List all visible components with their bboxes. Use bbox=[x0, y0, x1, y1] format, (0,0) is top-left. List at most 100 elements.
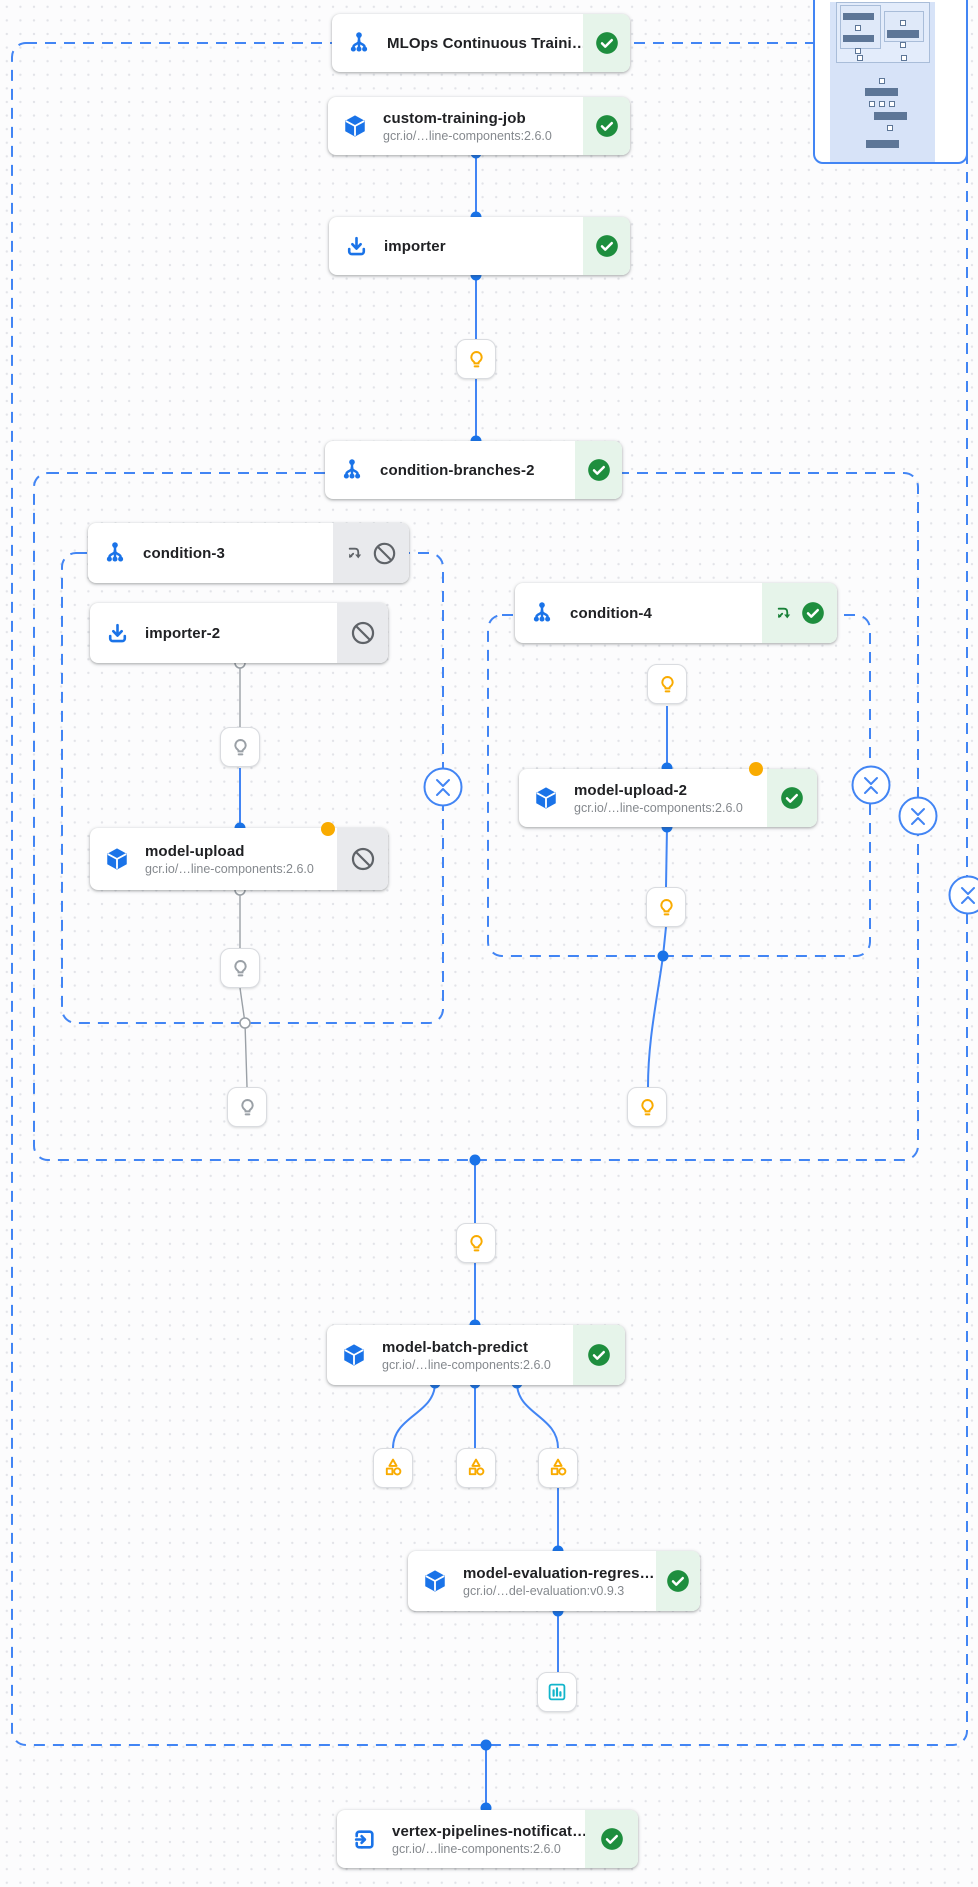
importer-download-icon bbox=[343, 233, 369, 259]
status-succeeded bbox=[583, 97, 630, 155]
skipped-icon bbox=[351, 847, 374, 871]
node-custom-training-job[interactable]: custom-training-job gcr.io/…line-compone… bbox=[328, 97, 630, 155]
metrics-chart-icon bbox=[548, 1683, 566, 1701]
status-succeeded bbox=[656, 1551, 700, 1611]
node-condition-4[interactable]: condition-4 bbox=[515, 583, 837, 643]
node-condition-branches-2[interactable]: condition-branches-2 bbox=[325, 441, 622, 499]
lightbulb-icon bbox=[233, 959, 247, 976]
lightbulb-icon bbox=[640, 1098, 654, 1115]
node-model-upload-2[interactable]: model-upload-2 gcr.io/…line-components:2… bbox=[519, 769, 817, 827]
condition-lightbulb-node-skipped[interactable] bbox=[220, 727, 260, 767]
check-circle-icon bbox=[595, 235, 618, 257]
check-circle-icon bbox=[588, 1344, 610, 1366]
component-cube-icon bbox=[422, 1568, 448, 1594]
condition-lightbulb-node[interactable] bbox=[627, 1087, 667, 1127]
edge bbox=[392, 1382, 436, 1449]
node-mlops-continuous-training[interactable]: MLOps Continuous Traini… bbox=[332, 14, 630, 72]
lightbulb-icon bbox=[659, 898, 673, 915]
node-title: model-batch-predict bbox=[382, 1338, 529, 1356]
branch-exit-icon bbox=[777, 607, 791, 618]
node-title: model-evaluation-regres… bbox=[463, 1564, 655, 1582]
artifact-node[interactable] bbox=[373, 1448, 413, 1488]
condition-lightbulb-node-skipped[interactable] bbox=[220, 948, 260, 988]
condition-lightbulb-node-skipped[interactable] bbox=[227, 1087, 267, 1127]
status-succeeded bbox=[583, 217, 630, 275]
cache-warning-dot bbox=[749, 762, 763, 776]
collapse-button-condition-4[interactable] bbox=[851, 765, 891, 805]
node-subtitle: gcr.io/…line-components:2.6.0 bbox=[574, 800, 743, 815]
lightbulb-icon bbox=[469, 1234, 483, 1251]
node-subtitle: gcr.io/…line-components:2.6.0 bbox=[145, 861, 314, 876]
node-condition-3[interactable]: condition-3 bbox=[88, 523, 409, 583]
status-succeeded bbox=[575, 441, 622, 499]
edge bbox=[516, 1382, 559, 1449]
lightbulb-icon bbox=[469, 350, 483, 367]
node-title: condition-branches-2 bbox=[380, 461, 535, 479]
artifact-node[interactable] bbox=[456, 1448, 496, 1488]
artifact-node[interactable] bbox=[538, 1448, 578, 1488]
collapse-button-pipeline[interactable] bbox=[948, 875, 978, 915]
edge bbox=[647, 955, 664, 1088]
condition-lightbulb-node[interactable] bbox=[646, 887, 686, 927]
node-title: importer bbox=[384, 237, 446, 255]
cache-warning-dot bbox=[321, 822, 335, 836]
node-title: MLOps Continuous Traini… bbox=[387, 34, 587, 52]
minimap[interactable] bbox=[813, 0, 968, 164]
lightbulb-icon bbox=[233, 738, 247, 755]
node-model-batch-predict[interactable]: model-batch-predict gcr.io/…line-compone… bbox=[327, 1325, 625, 1385]
node-subtitle: gcr.io/…line-components:2.6.0 bbox=[382, 1357, 551, 1372]
node-subtitle: gcr.io/…line-components:2.6.0 bbox=[392, 1841, 561, 1856]
node-title: model-upload bbox=[145, 842, 245, 860]
check-circle-icon bbox=[600, 1828, 623, 1850]
collapse-button-condition-branches-2[interactable] bbox=[898, 796, 938, 836]
metrics-artifact-node[interactable] bbox=[537, 1672, 577, 1712]
edge-skipped bbox=[244, 1022, 248, 1088]
node-subtitle: gcr.io/…del-evaluation:v0.9.3 bbox=[463, 1583, 625, 1598]
condition-lightbulb-node[interactable] bbox=[647, 664, 687, 704]
node-model-upload[interactable]: model-upload gcr.io/…line-components:2.6… bbox=[90, 828, 388, 890]
node-importer-2[interactable]: importer-2 bbox=[90, 603, 388, 663]
status-skipped bbox=[337, 828, 388, 890]
condition-fork-icon bbox=[529, 600, 555, 626]
status-skipped bbox=[337, 603, 388, 663]
node-importer[interactable]: importer bbox=[329, 217, 630, 275]
artifact-icon bbox=[385, 1458, 402, 1476]
check-circle-icon bbox=[667, 1570, 689, 1592]
check-circle-icon bbox=[595, 32, 618, 54]
node-vertex-pipelines-notification[interactable]: vertex-pipelines-notificat… gcr.io/…line… bbox=[337, 1810, 638, 1868]
artifact-icon bbox=[550, 1458, 567, 1476]
collapse-button-condition-3[interactable] bbox=[423, 767, 463, 807]
node-title: vertex-pipelines-notificat… bbox=[392, 1822, 588, 1840]
status-succeeded bbox=[767, 769, 817, 827]
status-succeeded bbox=[573, 1325, 625, 1385]
lightbulb-icon bbox=[660, 675, 674, 692]
component-cube-icon bbox=[342, 113, 368, 139]
node-model-evaluation-regression[interactable]: model-evaluation-regres… gcr.io/…del-eva… bbox=[408, 1551, 700, 1611]
status-skipped-branch bbox=[333, 523, 409, 583]
condition-lightbulb-node[interactable] bbox=[456, 1223, 496, 1263]
skipped-icon bbox=[351, 621, 374, 645]
importer-download-icon bbox=[104, 620, 130, 646]
node-title: custom-training-job bbox=[383, 109, 526, 127]
condition-lightbulb-node[interactable] bbox=[456, 339, 496, 379]
node-title: condition-4 bbox=[570, 604, 652, 622]
group-rect-pipeline bbox=[11, 42, 968, 1746]
skipped-icon bbox=[373, 542, 396, 564]
branch-exit-icon bbox=[348, 547, 362, 558]
component-cube-icon bbox=[341, 1342, 367, 1368]
edge-skipped bbox=[239, 987, 246, 1024]
check-circle-icon bbox=[595, 115, 618, 137]
node-title: importer-2 bbox=[145, 624, 221, 642]
node-title: condition-3 bbox=[143, 544, 225, 562]
edge bbox=[665, 826, 668, 888]
status-succeeded bbox=[583, 14, 630, 72]
component-cube-icon bbox=[533, 785, 559, 811]
node-title: model-upload-2 bbox=[574, 781, 688, 799]
condition-fork-icon bbox=[339, 457, 365, 483]
status-succeeded bbox=[585, 1810, 638, 1868]
condition-fork-icon bbox=[346, 30, 372, 56]
check-circle-icon bbox=[802, 602, 824, 624]
check-circle-icon bbox=[781, 787, 803, 809]
notification-exit-icon bbox=[351, 1826, 377, 1852]
